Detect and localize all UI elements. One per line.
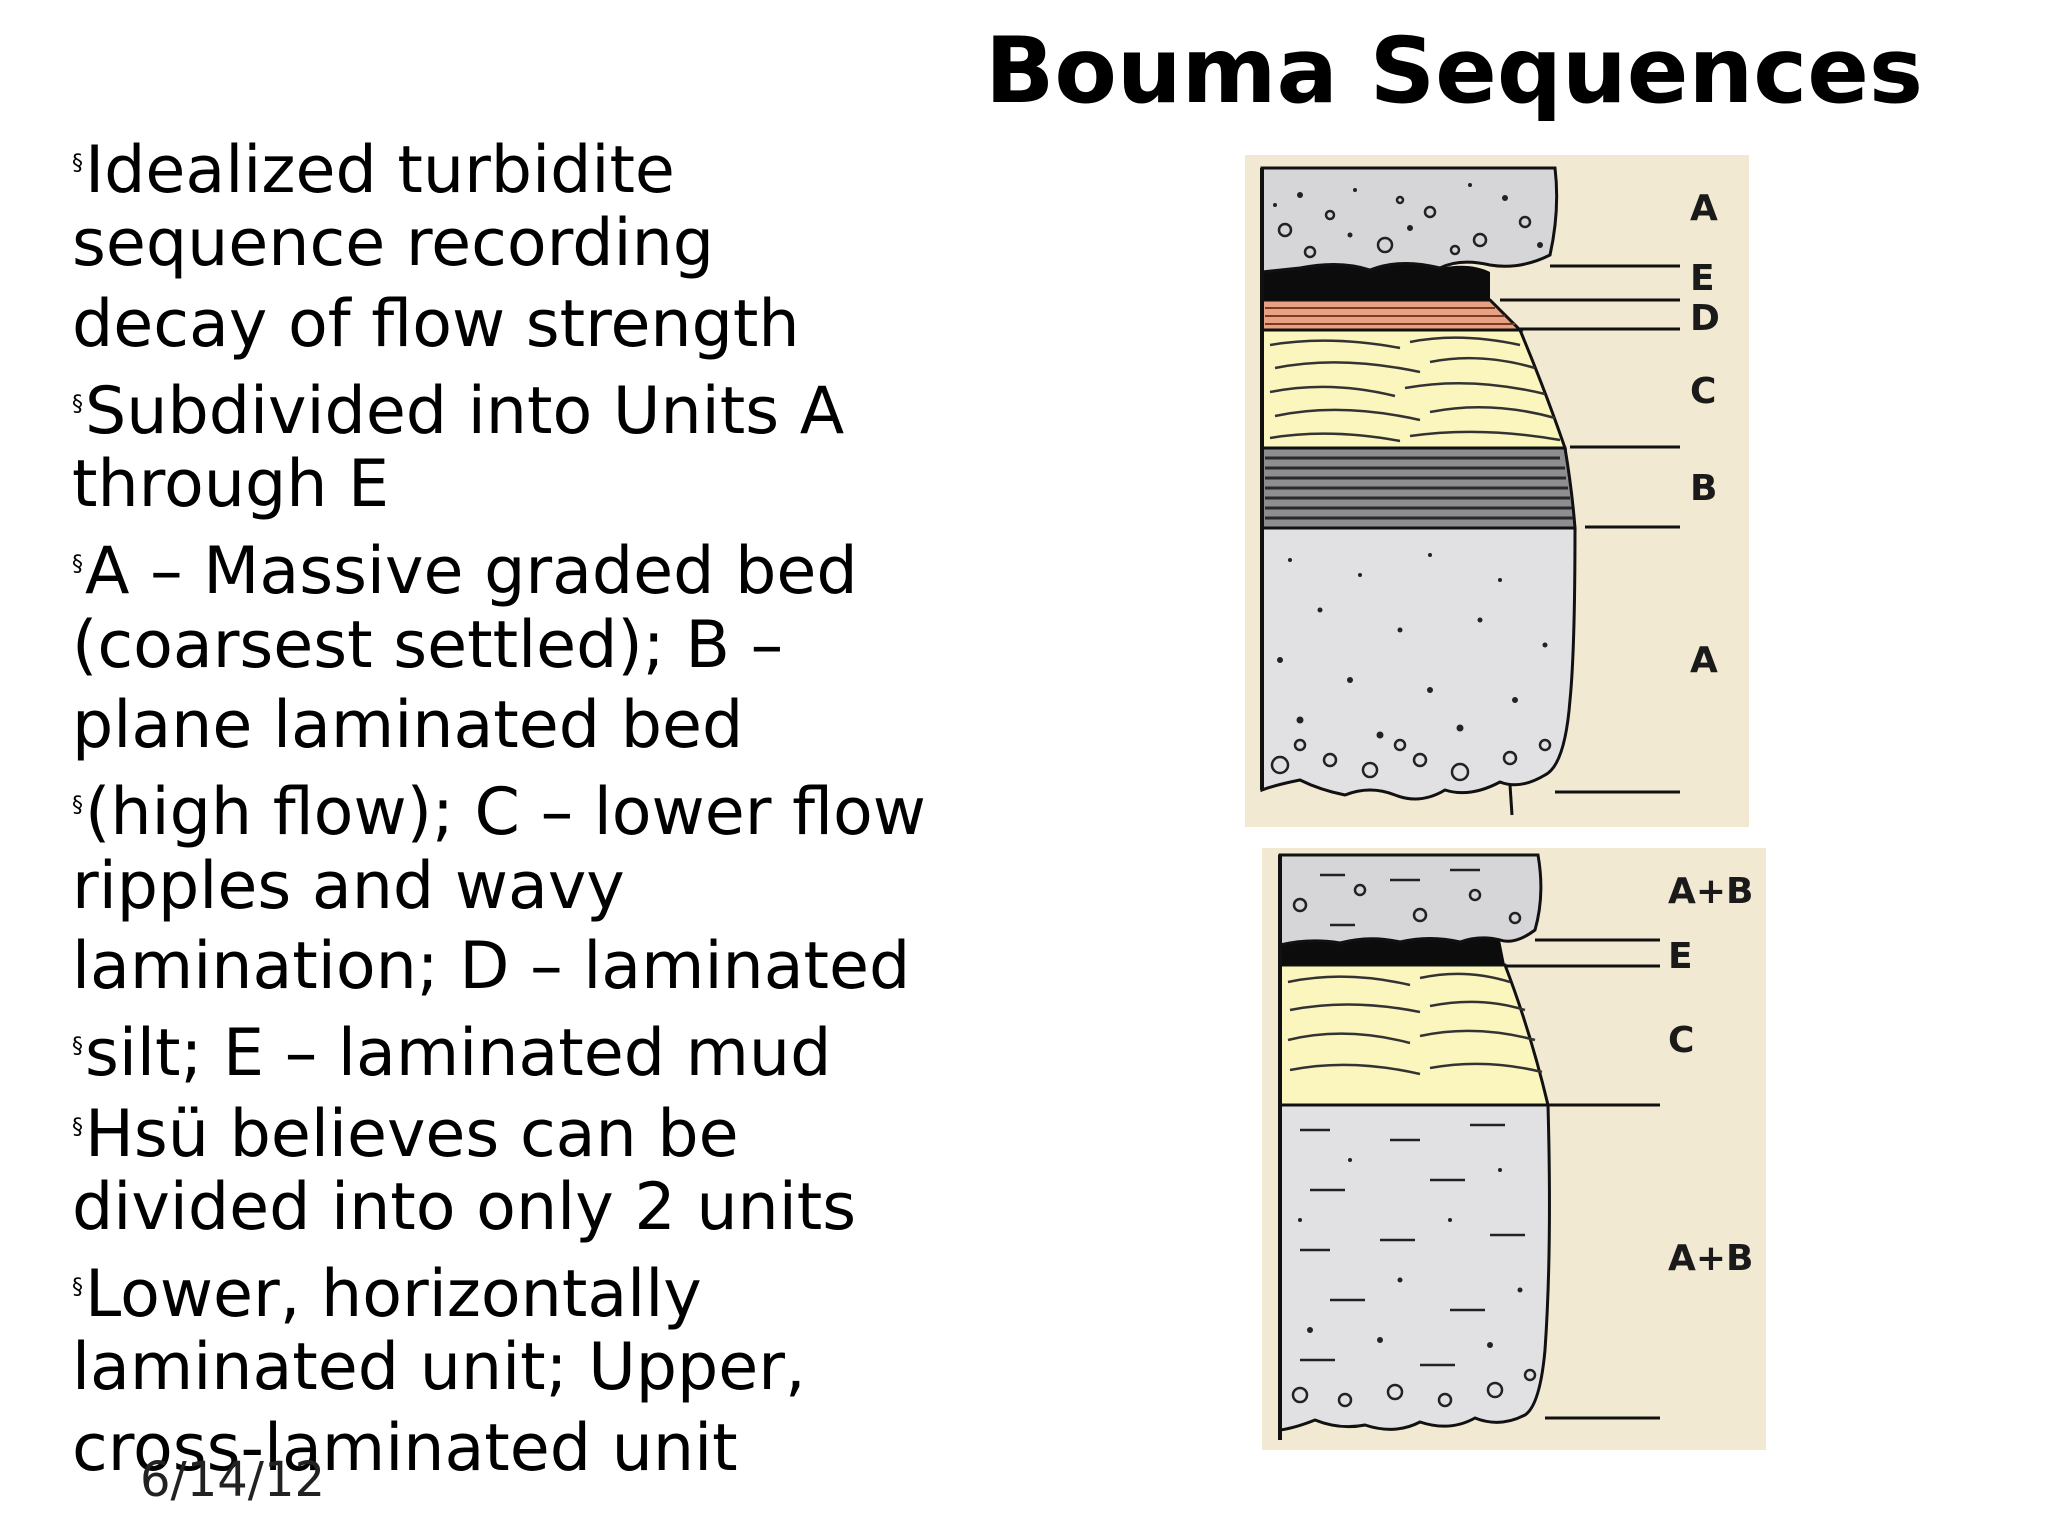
bullet-marker: § (72, 552, 83, 578)
bullet-marker: § (72, 391, 83, 417)
gravel-clasts (1277, 195, 1532, 259)
bullet-marker: § (72, 793, 83, 819)
unit-c-ripple-layer (1260, 328, 1568, 450)
bullet-line: §(high flow); C – lower flow (72, 766, 992, 850)
footer-date: 6/14/12 (140, 1452, 326, 1508)
bullet-text: Hsü believes can be (85, 1096, 739, 1172)
bullet-marker: § (72, 151, 83, 176)
bullet-text: lamination; D – laminated (72, 928, 911, 1004)
bullet-text: A – Massive graded bed (85, 534, 858, 610)
gravel-grains (1273, 183, 1543, 248)
unit-d-silt-layer (1260, 298, 1524, 332)
bullet-text: Subdivided into Units A (85, 373, 845, 449)
unit-e-mud-layer-two-unit (1280, 937, 1505, 965)
bullet-line: divided into only 2 units (72, 1168, 992, 1248)
bullet-line: through E (72, 445, 992, 525)
bullet-line: §Idealized turbidite (72, 124, 992, 208)
unit-a-massive-layer (1260, 526, 1577, 801)
bullet-text: decay of flow strength (72, 286, 800, 362)
bullet-text: silt; E – laminated mud (85, 1016, 832, 1092)
unit-c-cross-lamination (1269, 336, 1561, 443)
bullet-marker: § (72, 1114, 83, 1140)
gravel-dashes-two-unit (1320, 868, 1480, 927)
figure-background (1262, 848, 1766, 1450)
bullet-line: §silt; E – laminated mud (72, 1007, 992, 1091)
bullet-text: sequence recording (72, 206, 715, 282)
bullet-list: §Idealized turbidite sequence recording … (72, 124, 992, 1489)
label-unit-c: C (1690, 371, 1716, 412)
bullet-text: divided into only 2 units (72, 1169, 857, 1245)
unit-e-mud-layer (1262, 264, 1490, 300)
bullet-marker: § (72, 1034, 83, 1060)
label-unit-ab-upper: A+B (1668, 871, 1753, 912)
unit-b-lamination-lines (1265, 456, 1573, 520)
label-unit-a: A (1690, 188, 1718, 229)
unit-a-pebbles (1270, 738, 1552, 782)
unit-a-grains (1277, 553, 1548, 739)
slide-title: Bouma Sequences (985, 19, 1924, 124)
label-unit-d: D (1690, 298, 1720, 339)
unit-ab-dashes (1300, 1123, 1525, 1367)
unit-ab-lower-layer (1278, 1103, 1551, 1432)
label-unit-e: E (1690, 258, 1715, 299)
bullet-text: cross-laminated unit (72, 1410, 738, 1486)
bullet-text: ripples and wavy (72, 848, 625, 924)
label-unit-b: B (1690, 468, 1717, 509)
figure-tail-line (1508, 784, 1514, 816)
label-unit-a-lower: A (1690, 640, 1718, 681)
label-unit-c-two-unit: C (1668, 1020, 1694, 1061)
bullet-marker: § (72, 1275, 83, 1301)
unit-c-ripple-layer-two-unit (1278, 963, 1550, 1107)
unit-ab-grains (1298, 1158, 1523, 1348)
bullet-line: lamination; D – laminated (72, 927, 992, 1007)
bullet-text: laminated unit; Upper, (72, 1330, 806, 1406)
unit-d-lamination-lines (1265, 307, 1515, 325)
bullet-line: plane laminated bed (72, 686, 992, 766)
bullet-line: sequence recording (72, 204, 992, 284)
bullet-line: decay of flow strength (72, 285, 992, 365)
figure-background (1245, 155, 1749, 827)
label-unit-e-two-unit: E (1668, 936, 1693, 977)
bullet-text: Idealized turbidite (85, 133, 675, 208)
bullet-line: cross-laminated unit (72, 1409, 992, 1489)
unit-b-laminated-layer (1260, 446, 1577, 530)
bullet-text: (high flow); C – lower flow (85, 775, 926, 851)
unit-c-cross-lamination-two-unit (1287, 972, 1543, 1076)
bouma-diagram-two-unit: A+B E C A+B (1262, 848, 1766, 1450)
bullet-line: §Lower, horizontally (72, 1248, 992, 1332)
label-unit-ab-lower: A+B (1668, 1238, 1753, 1279)
overlying-gravel-layer (1260, 166, 1559, 274)
bullet-line: ripples and wavy (72, 847, 992, 927)
bullet-text: plane laminated bed (72, 688, 744, 764)
bullet-text: through E (72, 447, 390, 523)
bullet-line: §Subdivided into Units A (72, 365, 992, 449)
bouma-diagram-full: A E D C B A (1245, 155, 1749, 827)
bullet-line: §A – Massive graded bed (72, 525, 992, 609)
bullet-text: (coarsest settled); B – (72, 607, 784, 683)
bullet-line: (coarsest settled); B – (72, 606, 992, 686)
bullet-line: laminated unit; Upper, (72, 1328, 992, 1408)
bullet-text: Lower, horizontally (85, 1257, 702, 1333)
top-label-leaders (1500, 264, 1680, 794)
bullet-line: §Hsü believes can be (72, 1088, 992, 1172)
unit-ab-pebbles (1291, 1368, 1537, 1408)
overlying-gravel-layer-two-unit (1278, 853, 1543, 947)
bottom-label-leaders (1505, 938, 1660, 1420)
gravel-clasts-two-unit (1292, 883, 1522, 925)
